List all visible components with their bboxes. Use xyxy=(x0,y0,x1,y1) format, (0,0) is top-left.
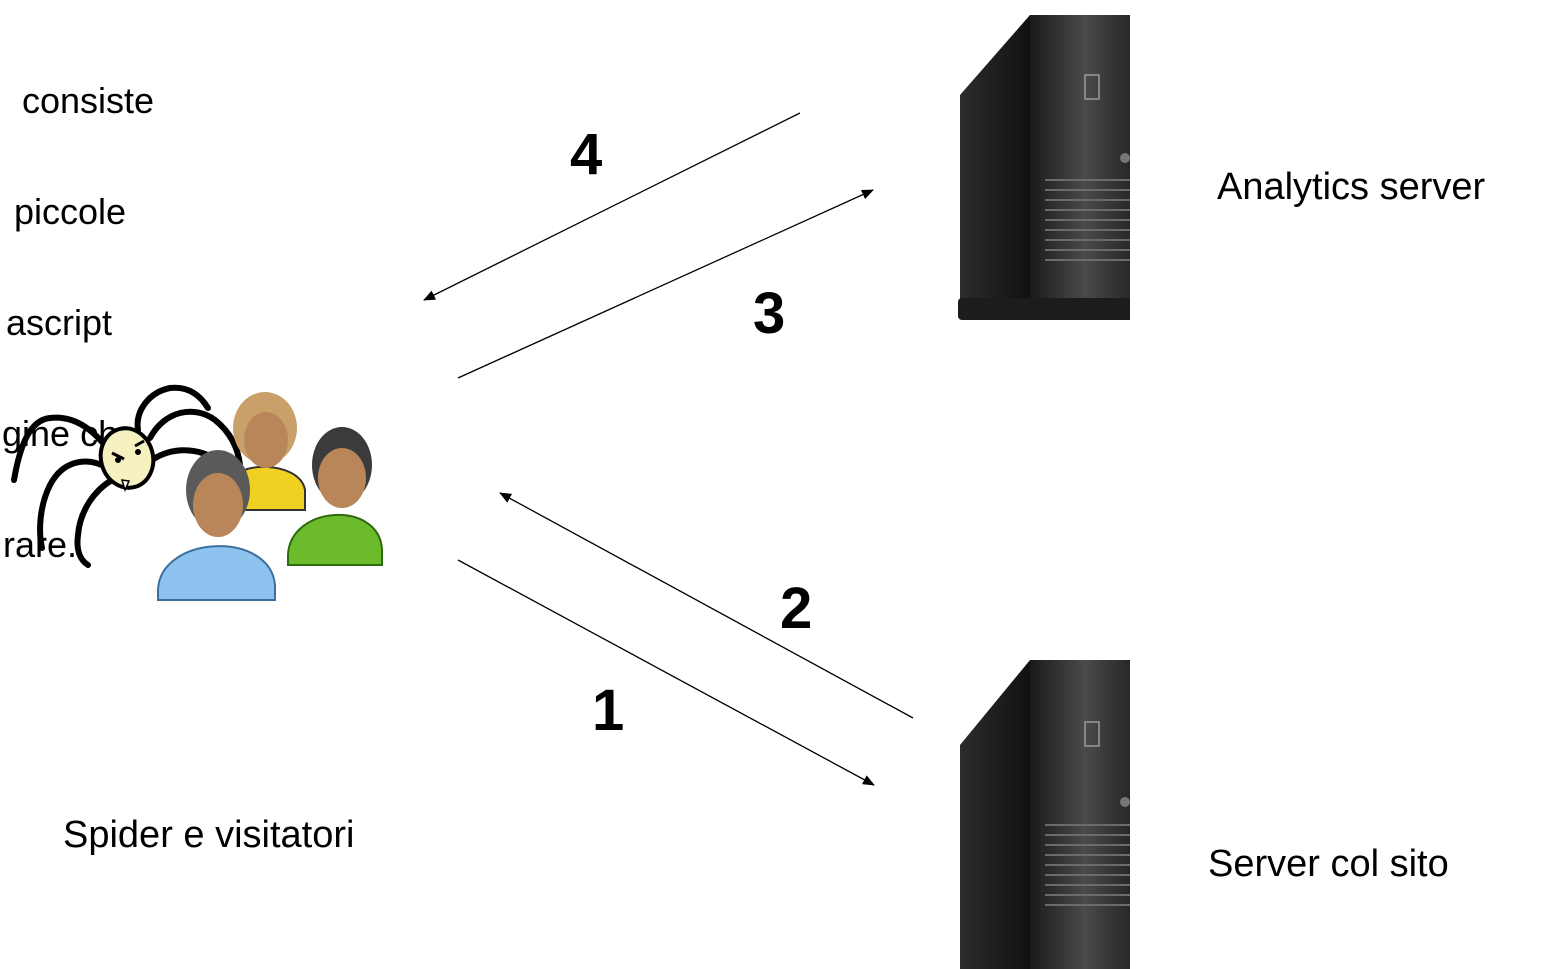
arrow-2 xyxy=(499,492,914,719)
spider-visitors-icon xyxy=(11,384,383,601)
analytics-server-label: Analytics server xyxy=(1217,166,1486,208)
visitors-label: Spider e visitatori xyxy=(63,814,355,856)
step-label: 2 xyxy=(780,576,813,641)
step-label: 3 xyxy=(753,281,786,346)
site-server-icon xyxy=(960,660,1130,969)
step-label: 1 xyxy=(592,678,625,743)
arrow-1 xyxy=(457,559,875,786)
site-server-label: Server col sito xyxy=(1208,843,1449,885)
intro-line: ascript xyxy=(6,302,113,343)
intro-line: consiste xyxy=(22,80,155,121)
arrow-3 xyxy=(457,189,874,379)
step-label: 4 xyxy=(570,122,603,187)
arrow-4 xyxy=(423,112,801,301)
intro-line: piccole xyxy=(14,191,127,232)
analytics-server-icon xyxy=(958,15,1130,320)
